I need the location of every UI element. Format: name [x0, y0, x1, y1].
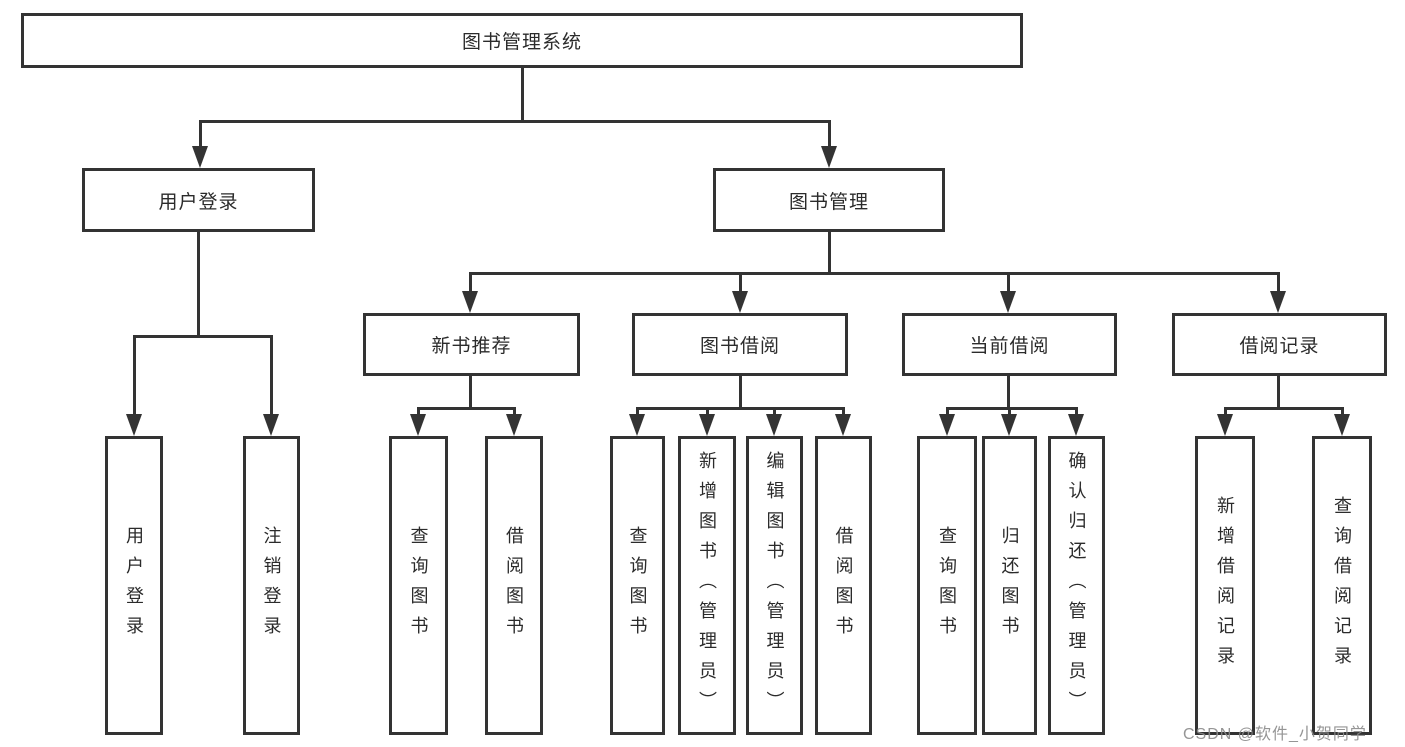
arrowhead-icon [410, 414, 426, 436]
arrowhead-icon [835, 414, 851, 436]
arrowhead-icon [192, 146, 208, 168]
node-book-borrow-label: 图书借阅 [699, 336, 780, 357]
node-book-borrow: 图书借阅 [632, 313, 848, 376]
leaf-return-books-label: 归还图书 [999, 525, 1020, 646]
arrowhead-icon [699, 414, 715, 436]
leaf-logout: 注销登录 [243, 436, 300, 735]
arrowhead-icon [1217, 414, 1233, 436]
connector-stub-leaf [636, 407, 639, 416]
connector-stub-leaf [842, 407, 845, 416]
connector-borrow-records-horizontal [1224, 407, 1344, 410]
arrowhead-icon [939, 414, 955, 436]
arrowhead-icon [1334, 414, 1350, 436]
watermark-text: CSDN @软件_小贺同学 [1183, 726, 1367, 743]
node-book-management-label: 图书管理 [788, 191, 869, 213]
node-book-management: 图书管理 [713, 168, 945, 232]
connector-new-books-stem [469, 375, 472, 407]
node-new-book-recommend-label: 新书推荐 [431, 336, 512, 357]
connector-root-stem [521, 68, 524, 120]
arrowhead-icon [263, 414, 279, 436]
connector-current-borrow-stem [1007, 375, 1010, 407]
leaf-query-books-recommend: 查询图书 [389, 436, 448, 735]
leaf-borrow-books-label: 借阅图书 [833, 525, 854, 646]
connector-user-login-stem [197, 232, 200, 335]
connector-level1-horizontal [199, 120, 831, 123]
arrowhead-icon [629, 414, 645, 436]
arrowhead-icon [462, 291, 478, 313]
connector-stub-leaf [270, 335, 273, 416]
node-root: 图书管理系统 [21, 13, 1023, 68]
connector-stub-leaf [1075, 407, 1078, 416]
leaf-borrow-books: 借阅图书 [815, 436, 872, 735]
connector-stub-current-borrow [1007, 272, 1010, 293]
leaf-confirm-return-admin-label: 确认归还（管理员） [1066, 450, 1087, 721]
arrowhead-icon [766, 414, 782, 436]
connector-book-mgmt-stem [828, 232, 831, 272]
node-borrow-records-label: 借阅记录 [1239, 336, 1320, 357]
node-root-label: 图书管理系统 [461, 32, 582, 53]
node-user-login: 用户登录 [82, 168, 315, 232]
leaf-logout-label: 注销登录 [261, 525, 282, 646]
arrowhead-icon [732, 291, 748, 313]
connector-new-books-horizontal [417, 407, 516, 410]
leaf-query-books-current: 查询图书 [917, 436, 977, 735]
connector-stub-leaf [1008, 407, 1011, 416]
arrowhead-icon [1270, 291, 1286, 313]
connector-stub-leaf [1341, 407, 1344, 416]
connector-stub-leaf [1224, 407, 1227, 416]
node-new-book-recommend: 新书推荐 [363, 313, 580, 376]
node-current-borrow-label: 当前借阅 [969, 336, 1050, 357]
leaf-query-books-recommend-label: 查询图书 [408, 525, 429, 646]
arrowhead-icon [1000, 291, 1016, 313]
leaf-return-books: 归还图书 [982, 436, 1037, 735]
node-user-login-label: 用户登录 [158, 191, 239, 213]
leaf-query-books-borrow: 查询图书 [610, 436, 665, 735]
connector-stub-leaf [417, 407, 420, 416]
connector-stub-new-books [469, 272, 472, 293]
connector-stub-leaf [513, 407, 516, 416]
leaf-user-login-label: 用户登录 [124, 525, 144, 646]
leaf-query-borrow-record-label: 查询借阅记录 [1332, 495, 1352, 676]
connector-book-borrow-horizontal [636, 407, 845, 410]
node-current-borrow: 当前借阅 [902, 313, 1117, 376]
leaf-query-books-borrow-label: 查询图书 [627, 525, 648, 646]
leaf-borrow-books-recommend-label: 借阅图书 [504, 525, 524, 646]
connector-stub-leaf [773, 407, 776, 416]
connector-stub-book-borrow [739, 272, 742, 293]
leaf-borrow-books-recommend: 借阅图书 [485, 436, 543, 735]
connector-stub-leaf [946, 407, 949, 416]
leaf-add-borrow-record: 新增借阅记录 [1195, 436, 1255, 735]
connector-stub-leaf [706, 407, 709, 416]
leaf-add-borrow-record-label: 新增借阅记录 [1215, 495, 1235, 676]
leaf-user-login: 用户登录 [105, 436, 163, 735]
connector-borrow-records-stem [1277, 375, 1280, 407]
leaf-edit-books-admin-label: 编辑图书（管理员） [764, 450, 785, 721]
leaf-confirm-return-admin: 确认归还（管理员） [1048, 436, 1105, 735]
connector-book-borrow-stem [739, 375, 742, 407]
leaf-edit-books-admin: 编辑图书（管理员） [746, 436, 803, 735]
arrowhead-icon [506, 414, 522, 436]
connector-stub-leaf [133, 335, 136, 416]
node-borrow-records: 借阅记录 [1172, 313, 1387, 376]
connector-stub-book-mgmt [828, 120, 831, 148]
connector-stub-user-login [199, 120, 202, 148]
leaf-query-books-current-label: 查询图书 [937, 525, 957, 646]
connector-level3-horizontal [469, 272, 1280, 275]
connector-user-login-horizontal [133, 335, 273, 338]
arrowhead-icon [1068, 414, 1084, 436]
arrowhead-icon [126, 414, 142, 436]
arrowhead-icon [1001, 414, 1017, 436]
arrowhead-icon [821, 146, 837, 168]
leaf-add-books-admin: 新增图书（管理员） [678, 436, 736, 735]
connector-current-borrow-horizontal [946, 407, 1078, 410]
leaf-query-borrow-record: 查询借阅记录 [1312, 436, 1372, 735]
connector-stub-borrow-records [1277, 272, 1280, 293]
leaf-add-books-admin-label: 新增图书（管理员） [697, 450, 717, 721]
